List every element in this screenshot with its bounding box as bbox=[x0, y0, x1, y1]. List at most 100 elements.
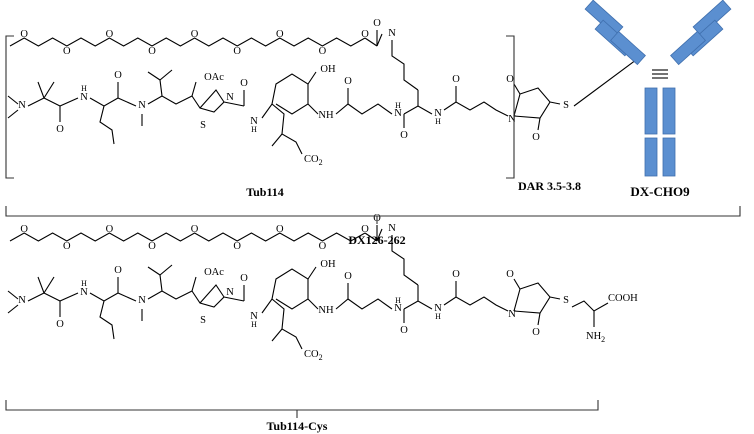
peg-oxygen: O bbox=[63, 46, 71, 57]
thioether-bond bbox=[549, 296, 561, 300]
phenol-oh-bond bbox=[307, 71, 317, 85]
methyl-bond bbox=[7, 304, 19, 314]
methyl-bond bbox=[7, 95, 19, 105]
peg-oxygen: O bbox=[191, 224, 199, 235]
acetate: OAc bbox=[204, 267, 224, 278]
methyl-bond bbox=[7, 290, 19, 300]
peg-amide bbox=[364, 37, 378, 47]
tbu-bond bbox=[43, 276, 55, 294]
acetate: OAc bbox=[204, 72, 224, 83]
carbonyl-bond bbox=[537, 117, 541, 131]
carbonyl-o: O bbox=[114, 265, 122, 276]
thioether-bond bbox=[549, 101, 561, 105]
carbonyl-o: O bbox=[240, 78, 248, 89]
carbonyl-o: O bbox=[56, 319, 64, 330]
caption-tub114: Tub114 bbox=[246, 185, 284, 199]
tup-adc bbox=[261, 103, 303, 155]
ile-adc bbox=[89, 97, 137, 107]
carbonyl-o: O bbox=[344, 76, 352, 87]
amine-n-adc: N bbox=[18, 100, 26, 111]
antibody-fc-left bbox=[644, 137, 658, 177]
tbu-bond bbox=[37, 276, 45, 294]
peg-chain-cys bbox=[9, 232, 366, 242]
phenol-oh-bond bbox=[307, 266, 317, 280]
tup-cys bbox=[261, 298, 303, 350]
amide-n: N bbox=[138, 295, 146, 306]
carbonyl-o: O bbox=[373, 18, 381, 29]
mal-linker-adc bbox=[443, 101, 509, 117]
amide-h: H bbox=[435, 117, 441, 126]
amide-h: H bbox=[81, 279, 87, 288]
amide-h: H bbox=[251, 125, 257, 134]
peg-amide bbox=[364, 232, 378, 242]
methyl-bond bbox=[7, 109, 19, 119]
carbonyl-o: O bbox=[114, 70, 122, 81]
carbonyl-o: O bbox=[400, 325, 408, 336]
carbonyl-o: O bbox=[452, 74, 460, 85]
amide-h: H bbox=[395, 296, 401, 305]
peg-amide bbox=[376, 33, 383, 47]
thiazole-adc bbox=[191, 89, 225, 113]
amide-h: H bbox=[435, 312, 441, 321]
thiazole-amide bbox=[223, 101, 245, 107]
peg-oxygen: O bbox=[148, 241, 156, 252]
thiazole-cys bbox=[191, 284, 225, 308]
lys-cys bbox=[403, 300, 433, 310]
dar-label: DAR 3.5-3.8 bbox=[518, 179, 581, 193]
bracket-right bbox=[506, 35, 515, 179]
amide-n: N bbox=[394, 303, 402, 314]
antibody-heavy-chain-left bbox=[610, 30, 646, 66]
amide-h: H bbox=[395, 101, 401, 110]
lys-chain bbox=[391, 235, 419, 286]
amide-n: N bbox=[434, 303, 442, 314]
tuv-iso bbox=[147, 266, 163, 292]
peg-oxygen: O bbox=[63, 241, 71, 252]
thiazole-s: S bbox=[200, 315, 206, 326]
succinimide-adc bbox=[513, 87, 551, 119]
peg-oxygen: O bbox=[106, 224, 114, 235]
cysteine-cooh: COOH bbox=[608, 293, 638, 304]
oac-bond bbox=[191, 276, 197, 292]
aniline-bond bbox=[307, 103, 319, 115]
carbonyl-o: O bbox=[344, 271, 352, 282]
imide-n: N bbox=[508, 114, 516, 125]
antibody-fc-right bbox=[662, 137, 676, 177]
amide-n: N bbox=[138, 100, 146, 111]
tuv-adc bbox=[147, 95, 193, 105]
peg-oxygen: O bbox=[20, 224, 28, 235]
peg-oxygen: O bbox=[148, 46, 156, 57]
antibody-link bbox=[573, 59, 637, 107]
peg-oxygen: O bbox=[361, 224, 369, 235]
brace-small-molecule bbox=[5, 400, 599, 411]
backbone-adc bbox=[27, 97, 79, 107]
cysteine-chain bbox=[571, 300, 609, 312]
peg-oxygen: O bbox=[233, 46, 241, 57]
amide-n: N bbox=[250, 311, 258, 322]
brace-conjugate bbox=[5, 206, 741, 217]
lys-adc bbox=[403, 105, 433, 115]
antibody-fc-right bbox=[662, 87, 676, 135]
phenol-oh: OH bbox=[320, 64, 336, 75]
tup-methyl bbox=[271, 133, 283, 147]
carbonyl-o: O bbox=[532, 327, 540, 338]
ile-side bbox=[99, 300, 115, 340]
carbonyl-o: O bbox=[506, 269, 514, 280]
peg-oxygen: O bbox=[106, 29, 114, 40]
tup-methyl bbox=[271, 328, 283, 342]
carbonyl-o: O bbox=[452, 269, 460, 280]
caption-antibody: DX-CHO9 bbox=[630, 184, 690, 199]
anilide-nh: NH bbox=[318, 305, 334, 316]
carbonyl-bond bbox=[537, 312, 541, 326]
tuv-iso bbox=[147, 71, 163, 97]
mal-linker-cys bbox=[443, 296, 509, 312]
peg-oxygen: O bbox=[20, 29, 28, 40]
cysteine-amine: NH2 bbox=[586, 331, 605, 344]
tbu-bond bbox=[43, 81, 55, 99]
bracket-left bbox=[5, 35, 14, 179]
thiazole-n: N bbox=[226, 92, 234, 103]
amide-h: H bbox=[81, 84, 87, 93]
carbonyl-o: O bbox=[56, 124, 64, 135]
thiazole-amide bbox=[223, 296, 245, 302]
